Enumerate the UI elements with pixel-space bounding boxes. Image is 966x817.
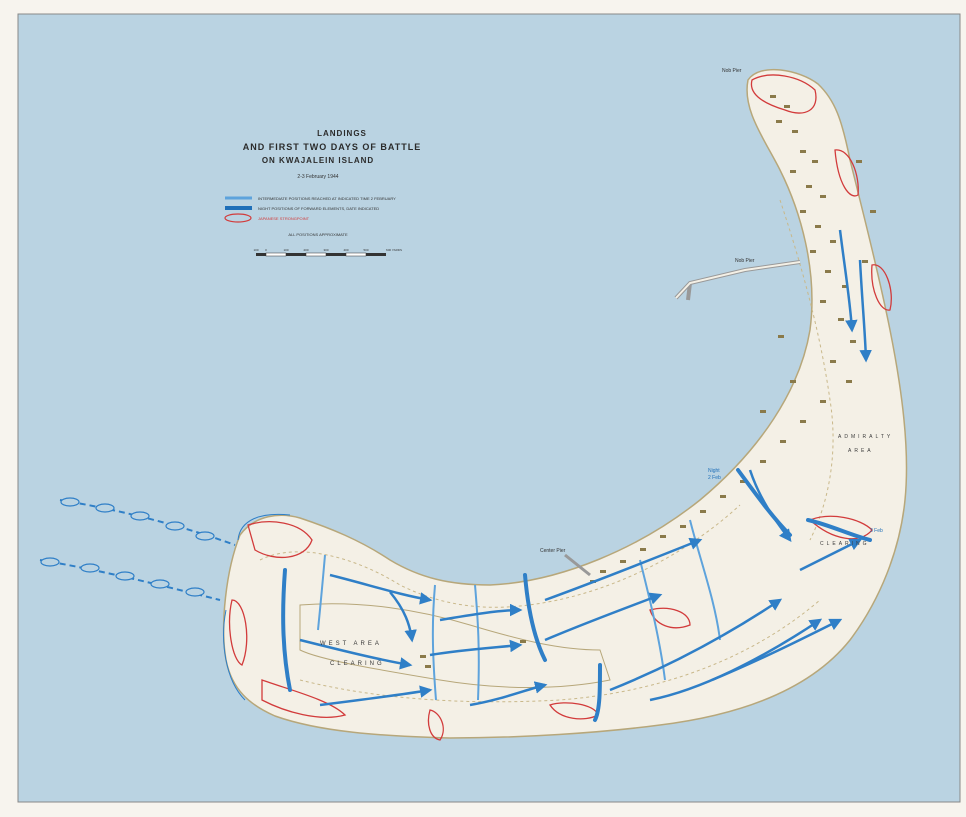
scale-tick: 400 bbox=[343, 248, 348, 252]
area-label: AREA bbox=[848, 448, 874, 454]
legend: INTERMEDIATE POSITIONS REACHED AT INDICA… bbox=[224, 196, 402, 257]
title-block: LANDINGS AND FIRST TWO DAYS OF BATTLE ON… bbox=[243, 129, 422, 180]
legend-item-strongpoint: JAPANESE STRONGPOINT bbox=[258, 216, 310, 221]
time-label-1: 2 Feb bbox=[708, 475, 721, 481]
landing-approach bbox=[39, 497, 236, 601]
center-pier bbox=[564, 553, 591, 577]
airstrip-outline bbox=[299, 603, 611, 688]
legend-swatch-strongpoint bbox=[224, 213, 252, 223]
road-line bbox=[299, 599, 821, 703]
title-line-3: ON KWAJALEIN ISLAND bbox=[262, 156, 374, 165]
clearing-east-label: CLEARING bbox=[820, 541, 870, 547]
title-line-1: LANDINGS bbox=[317, 129, 367, 138]
scale-tick: 0 bbox=[265, 248, 267, 252]
legend-note: ALL POSITIONS APPROXIMATE bbox=[288, 232, 348, 237]
scale-tick: 100 bbox=[283, 248, 288, 252]
advance-arrows bbox=[299, 229, 872, 707]
scale-tick: 200 bbox=[303, 248, 308, 252]
center-pier-label: Center Pier bbox=[540, 548, 566, 554]
nob-pier-label: Nob Pier bbox=[735, 258, 755, 264]
title-line-2: AND FIRST TWO DAYS OF BATTLE bbox=[243, 142, 422, 152]
scale-tick: 600 YARDS bbox=[386, 248, 402, 252]
clearing-west-label: CLEARING bbox=[330, 661, 385, 667]
night-label: Night bbox=[708, 468, 720, 474]
kwajalein-island bbox=[222, 68, 908, 739]
west-area-label: WEST AREA bbox=[320, 641, 382, 647]
north-point-label: Nob Pier bbox=[722, 68, 742, 74]
scale-tick: 100 bbox=[253, 248, 258, 252]
scale-tick: 500 bbox=[363, 248, 368, 252]
road-line bbox=[779, 199, 834, 541]
admiralty-label: ADMIRALTY bbox=[838, 434, 893, 440]
legend-item-night: NIGHT POSITIONS OF FORWARD ELEMENTS, DAT… bbox=[258, 206, 379, 211]
scale-bar: 100 0 100 200 300 400 500 600 YARDS bbox=[253, 248, 402, 257]
legend-item-intermediate: INTERMEDIATE POSITIONS REACHED AT INDICA… bbox=[258, 196, 396, 201]
title-dates: 2-3 February 1944 bbox=[297, 174, 338, 180]
time-label-2: 3 Feb bbox=[870, 528, 883, 534]
scale-tick: 300 bbox=[323, 248, 328, 252]
